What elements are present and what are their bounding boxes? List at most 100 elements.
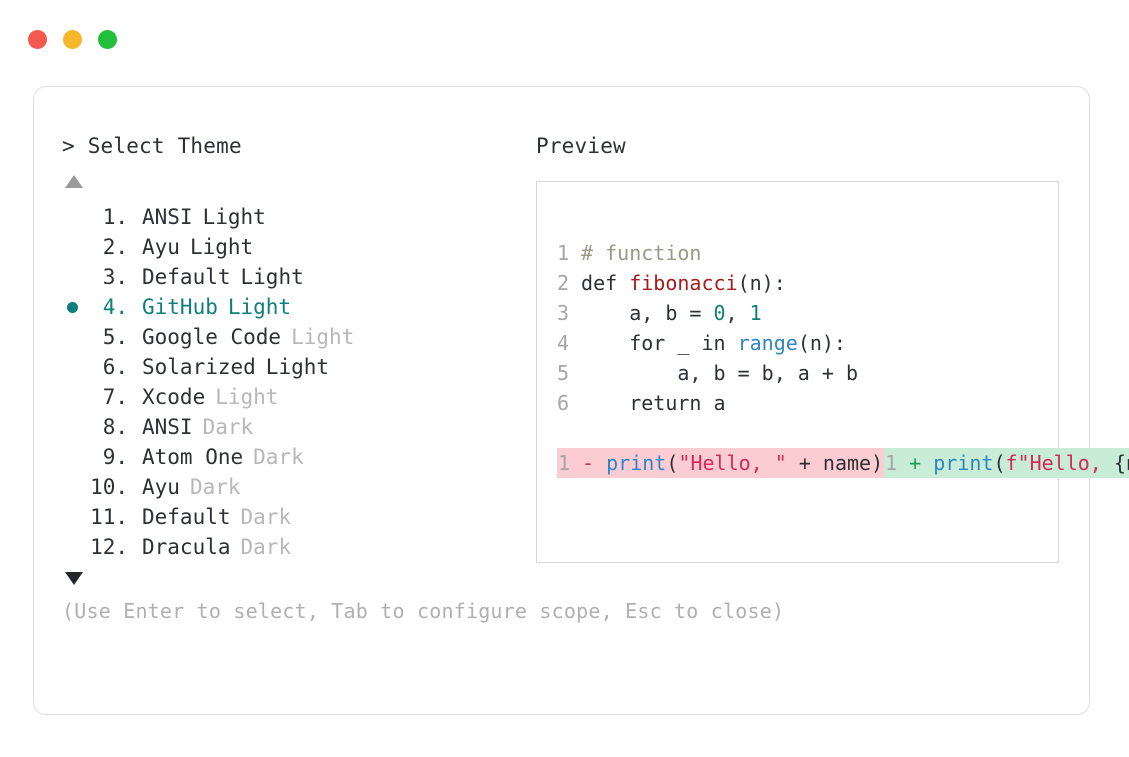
theme-item-number: 6. — [102, 355, 128, 379]
scroll-up-arrow-icon[interactable] — [65, 175, 83, 188]
theme-item-name: Ayu — [142, 235, 180, 259]
code-token: range — [737, 331, 798, 355]
code-token: for _ in — [581, 331, 738, 355]
theme-list-item[interactable]: 11. Default Dark — [62, 502, 532, 532]
code-token: return a — [581, 391, 726, 415]
theme-item-name: GitHub — [142, 295, 218, 319]
theme-list-item[interactable]: 7. Xcode Light — [62, 382, 532, 412]
selection-bullet-cell — [62, 301, 90, 313]
code-token: fibonacci — [629, 271, 738, 295]
theme-list-item[interactable]: 6. Solarized Light — [62, 352, 532, 382]
code-token: def — [581, 271, 630, 295]
page-title: Select Theme — [87, 134, 242, 158]
theme-item-number: 11. — [90, 505, 128, 529]
theme-item-name: Atom One — [142, 445, 244, 469]
theme-item-name: Dracula — [142, 535, 231, 559]
code-token: + name) — [786, 451, 884, 475]
code-line: 1 # function — [557, 238, 1129, 268]
theme-item-name: Solarized — [142, 355, 256, 379]
window-controls — [28, 30, 117, 49]
theme-item-name: Default — [142, 265, 231, 289]
code-token: ( — [666, 451, 679, 475]
theme-item-number: 10. — [90, 475, 128, 499]
code-spacer — [557, 418, 1129, 448]
code-token: , — [725, 301, 750, 325]
line-number: 4 — [557, 331, 570, 355]
line-number: 2 — [557, 271, 570, 295]
theme-item-variant: Dark — [189, 475, 241, 499]
code-line: 2 def fibonacci(n): — [557, 268, 1129, 298]
theme-item-variant: Light — [189, 235, 254, 259]
theme-item-name: ANSI — [142, 415, 193, 439]
close-button[interactable] — [28, 30, 47, 49]
theme-item-variant: Dark — [240, 505, 292, 529]
theme-item-number: 2. — [102, 235, 128, 259]
theme-item-variant: Light — [265, 355, 330, 379]
code-token: # function — [581, 241, 702, 265]
theme-item-number: 7. — [102, 385, 128, 409]
code-token: print — [606, 451, 667, 475]
theme-item-name: ANSI — [142, 205, 193, 229]
minimize-button[interactable] — [63, 30, 82, 49]
line-number: 5 — [557, 361, 570, 385]
theme-list-item[interactable]: 3. Default Light — [62, 262, 532, 292]
theme-item-variant: Light — [215, 385, 279, 409]
code-line: 4 for _ in range(n): — [557, 328, 1129, 358]
theme-item-number: 3. — [102, 265, 128, 289]
zoom-button[interactable] — [98, 30, 117, 49]
code-token: f"Hello, — [1005, 451, 1114, 475]
theme-item-variant: Light — [291, 325, 355, 349]
theme-list-item[interactable]: 2. Ayu Light — [62, 232, 532, 262]
code-token: ( — [993, 451, 1006, 475]
code-token: "Hello, " — [678, 451, 787, 475]
theme-list-item[interactable]: 10. Ayu Dark — [62, 472, 532, 502]
theme-list-item[interactable]: 1. ANSI Light — [62, 202, 532, 232]
theme-item-variant: Dark — [253, 445, 304, 469]
code-token: a, b = b, a + b — [581, 361, 858, 385]
code-token: 1 — [749, 301, 762, 325]
code-line: 5 a, b = b, a + b — [557, 358, 1129, 388]
theme-item-name: Xcode — [142, 385, 206, 409]
theme-item-variant: Dark — [202, 415, 254, 439]
theme-item-variant: Dark — [240, 535, 292, 559]
theme-item-number: 8. — [102, 415, 128, 439]
theme-item-name: Default — [142, 505, 231, 529]
theme-item-number: 4. — [102, 295, 128, 319]
diff-added-line: 1 + print(f"Hello, {name}!") — [884, 448, 1129, 478]
line-number: 6 — [557, 391, 570, 415]
line-number: 1 — [885, 451, 898, 475]
line-number: 1 — [558, 451, 571, 475]
code-token: (n): — [737, 271, 786, 295]
theme-item-name: Ayu — [142, 475, 180, 499]
theme-item-variant: Light — [202, 205, 266, 229]
theme-list-item[interactable]: 9. Atom One Dark — [62, 442, 532, 472]
theme-item-number: 9. — [102, 445, 128, 469]
line-number: 1 — [557, 241, 570, 265]
panel-title-select-theme: > Select Theme — [62, 133, 532, 159]
theme-item-number: 1. — [102, 205, 128, 229]
diff-marker: - — [582, 451, 595, 475]
theme-list-item[interactable]: 4. GitHub Light — [62, 292, 532, 322]
code-token: (n): — [797, 331, 846, 355]
theme-list-item[interactable]: 8. ANSI Dark — [62, 412, 532, 442]
scroll-down-arrow-icon[interactable] — [65, 572, 83, 585]
theme-item-variant: Light — [240, 265, 304, 289]
code-token: a, b = — [581, 301, 714, 325]
preview-title: Preview — [536, 134, 626, 158]
theme-item-variant: Light — [227, 295, 292, 319]
diff-removed-line: 1 - print("Hello, " + name) — [557, 448, 885, 478]
diff-marker: + — [909, 451, 922, 475]
code-token: 0 — [713, 301, 726, 325]
code-line: 6 return a — [557, 388, 1129, 418]
code-token: {name} — [1113, 451, 1129, 475]
theme-item-name: Google Code — [142, 325, 282, 349]
selected-bullet-icon — [67, 301, 78, 313]
